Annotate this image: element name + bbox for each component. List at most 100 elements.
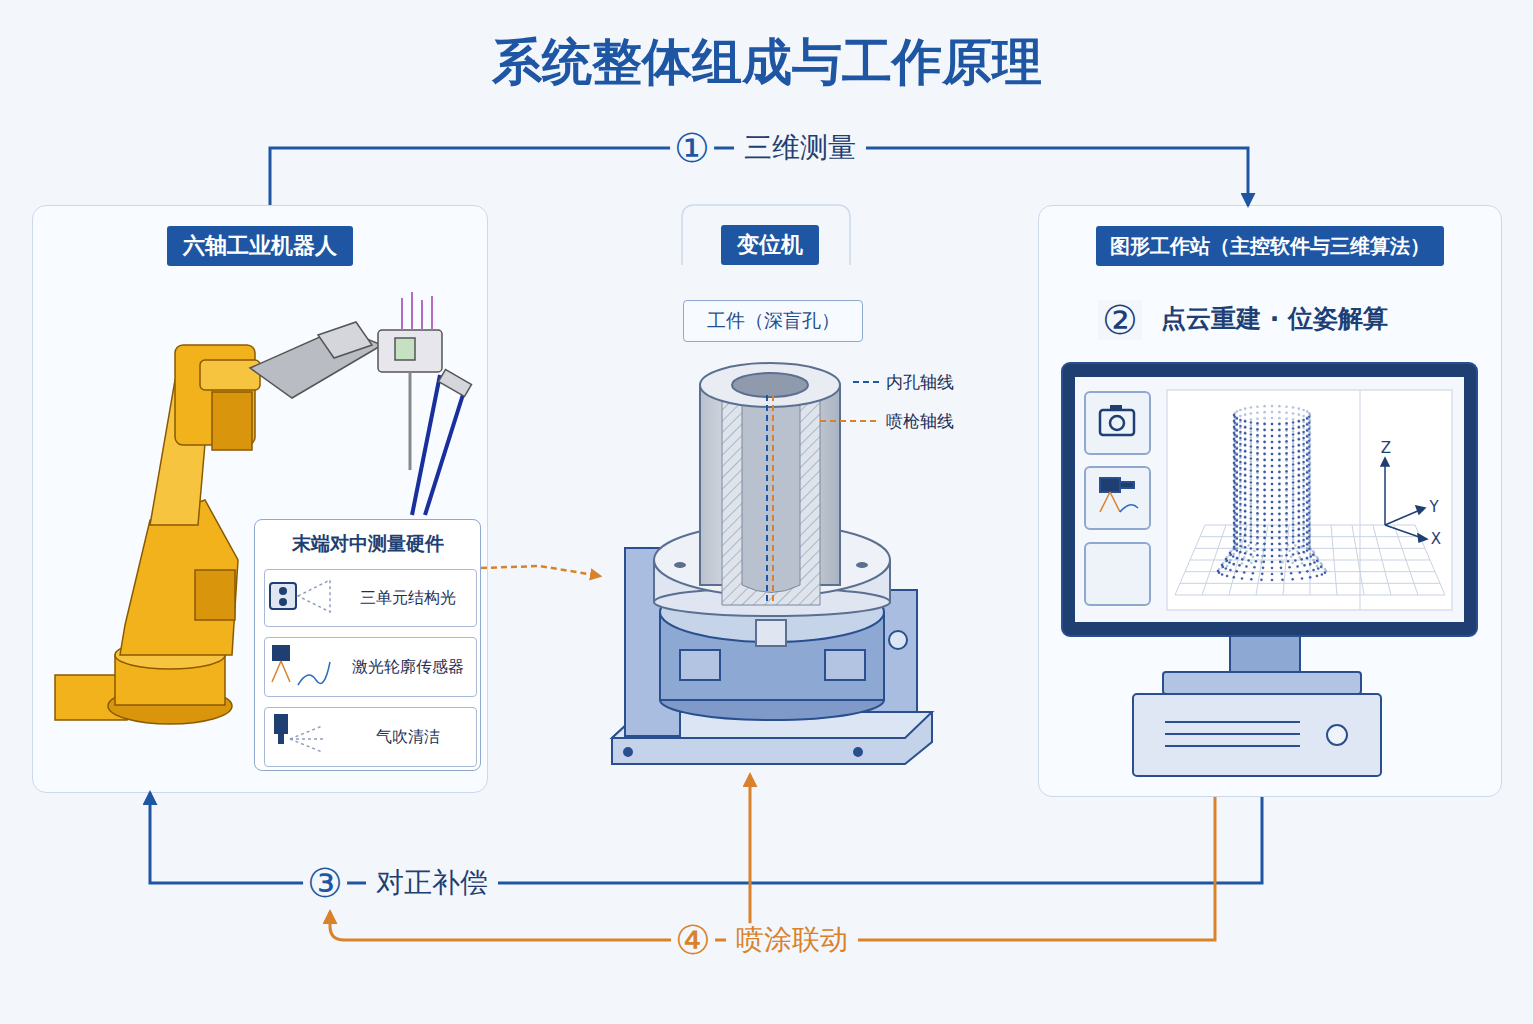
cloud-point: [1233, 504, 1236, 507]
cloud-point: [1302, 499, 1305, 502]
positioner-illustration: [856, 562, 868, 568]
cloud-point: [1244, 432, 1247, 435]
cloud-point: [1250, 538, 1253, 541]
cloud-point: [1271, 459, 1274, 462]
cloud-point: [1306, 471, 1309, 474]
cloud-point: [1244, 450, 1247, 453]
cloud-point: [1292, 439, 1295, 442]
cloud-point: [1239, 511, 1242, 514]
cloud-point: [1302, 451, 1305, 454]
cloud-point: [1244, 527, 1247, 530]
cloud-point: [1263, 417, 1266, 420]
cloud-point: [1271, 483, 1274, 486]
cloud-point: [1233, 475, 1236, 478]
cloud-point: [1285, 446, 1288, 449]
cloud-point: [1244, 474, 1247, 477]
cloud-point: [1250, 578, 1253, 581]
cloud-point: [1233, 528, 1236, 531]
hardware-icon: [298, 580, 330, 612]
cloud-point: [1239, 479, 1242, 482]
cloud-point: [1303, 564, 1306, 567]
cloud-point: [1236, 507, 1239, 510]
cloud-point: [1256, 512, 1259, 515]
cloud-point: [1244, 503, 1247, 506]
cloud-point: [1233, 448, 1236, 451]
cloud-point: [1233, 529, 1236, 532]
cloud-point: [1285, 417, 1288, 420]
cloud-point: [1313, 554, 1316, 557]
cloud-point: [1306, 423, 1309, 426]
cloud-point: [1244, 437, 1247, 440]
cloud-point: [1263, 543, 1266, 546]
cloud-point: [1221, 566, 1224, 569]
cloud-point: [1244, 413, 1247, 416]
cloud-point: [1309, 480, 1312, 483]
cloud-point: [1281, 579, 1284, 582]
cloud-point: [1309, 426, 1312, 429]
cloud-point: [1263, 537, 1266, 540]
cloud-point: [1271, 513, 1274, 516]
cloud-point: [1271, 519, 1274, 522]
cloud-point: [1278, 435, 1281, 438]
positioner-panel: 变位机工件（深盲孔）: [600, 205, 940, 775]
workstation-illustration: [1100, 492, 1120, 512]
cloud-point: [1316, 565, 1319, 568]
axis-label: 喷枪轴线: [886, 412, 954, 431]
cloud-point: [1308, 412, 1311, 415]
cloud-point: [1309, 462, 1312, 465]
grid-line: [1180, 583, 1440, 584]
positioner-illustration: [654, 560, 890, 602]
robot-illustration: [115, 641, 225, 669]
cloud-point: [1280, 549, 1283, 552]
cloud-point: [1298, 450, 1301, 453]
cloud-point: [1292, 493, 1295, 496]
cloud-point: [1278, 519, 1281, 522]
cloud-point: [1298, 509, 1301, 512]
cloud-point: [1292, 445, 1295, 448]
cloud-point: [1292, 547, 1295, 550]
cloud-point: [1233, 520, 1236, 523]
cloud-point: [1285, 530, 1288, 533]
cloud-point: [1263, 465, 1266, 468]
cloud-point: [1236, 440, 1239, 443]
grid-line: [1310, 525, 1311, 595]
cloud-point: [1253, 549, 1256, 552]
cloud-point: [1233, 439, 1236, 442]
cloud-point: [1278, 411, 1281, 414]
workstation-illustration: [1100, 478, 1120, 492]
cloud-point: [1278, 513, 1281, 516]
cloud-point: [1233, 460, 1236, 463]
cloud-point: [1290, 555, 1293, 558]
cloud-point: [1316, 556, 1319, 559]
cloud-point: [1236, 434, 1239, 437]
cloud-point: [1250, 493, 1253, 496]
cloud-point: [1292, 406, 1295, 409]
axis-symbol: [1381, 458, 1389, 466]
cloud-point: [1312, 553, 1315, 556]
cloud-point: [1302, 409, 1305, 412]
cloud-point: [1250, 427, 1253, 430]
cloud-point: [1285, 435, 1288, 438]
cloud-point: [1256, 422, 1259, 425]
workstation-illustration: [1085, 392, 1150, 454]
cloud-point: [1233, 432, 1236, 435]
cloud-point: [1256, 440, 1259, 443]
cloud-point: [1308, 481, 1311, 484]
positioner-illustration: [612, 363, 932, 764]
cloud-point: [1236, 525, 1239, 528]
cloud-point: [1285, 507, 1288, 510]
cloud-point: [1271, 477, 1274, 480]
cloud-point: [1244, 456, 1247, 459]
cloud-point: [1292, 499, 1295, 502]
cloud-point: [1271, 561, 1274, 564]
cloud-point: [1278, 459, 1281, 462]
cloud-point: [1316, 575, 1319, 578]
cloud-point: [1233, 546, 1236, 549]
grid-line: [1190, 560, 1430, 561]
robot-illustration: [395, 338, 415, 360]
cloud-point: [1302, 493, 1305, 496]
cloud-point: [1236, 500, 1239, 503]
hardware-icon: [270, 583, 296, 609]
cloud-point: [1236, 557, 1239, 560]
cloud-point: [1256, 423, 1259, 426]
